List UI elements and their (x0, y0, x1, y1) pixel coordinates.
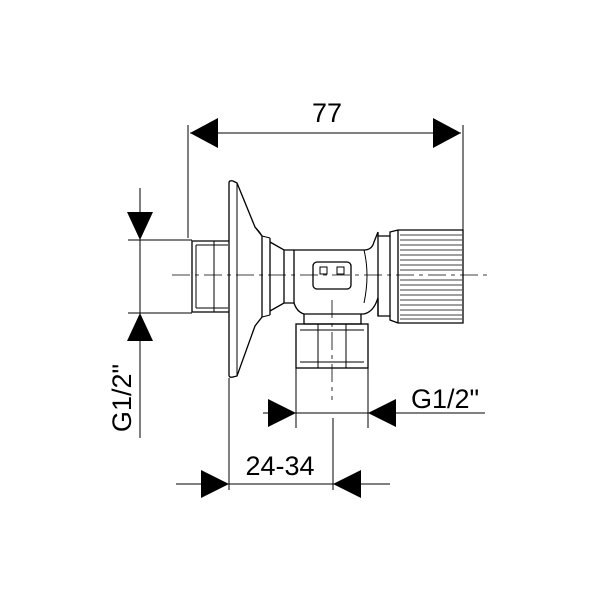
valve-central-body (293, 231, 379, 315)
arrowhead-right (433, 118, 461, 148)
dimension-inlet-thread: G1/2" (107, 188, 192, 438)
dimension-overall-length: 77 (187, 98, 464, 238)
inlet-thread-label: G1/2" (107, 364, 137, 432)
handwheel (377, 229, 464, 324)
arrowhead-left (268, 399, 296, 427)
arrowhead-left (190, 118, 218, 148)
valve-body (191, 180, 464, 378)
outlet-thread-label: G1/2" (411, 384, 479, 414)
overall-length-label: 77 (312, 98, 342, 128)
outlet-nut (295, 323, 369, 369)
arrowhead-right (333, 470, 361, 498)
arrowhead-bottom (127, 313, 153, 341)
dimension-outlet-thread: G1/2" (263, 368, 485, 428)
inlet-spigot (191, 240, 229, 313)
arrowhead-left (201, 470, 229, 498)
outlet-connection (295, 314, 369, 369)
marking-square (319, 266, 328, 275)
wall-distance-label: 24-34 (245, 451, 314, 481)
wall-rosette (228, 180, 271, 378)
marking-plate (312, 261, 352, 290)
valve-neck (269, 241, 294, 312)
marking-square (336, 266, 345, 275)
arrowhead-top (127, 212, 153, 240)
dimension-wall-distance: 24-34 (176, 378, 390, 498)
center-lines (172, 274, 490, 400)
knurling (400, 234, 462, 320)
arrowhead-right (368, 399, 396, 427)
